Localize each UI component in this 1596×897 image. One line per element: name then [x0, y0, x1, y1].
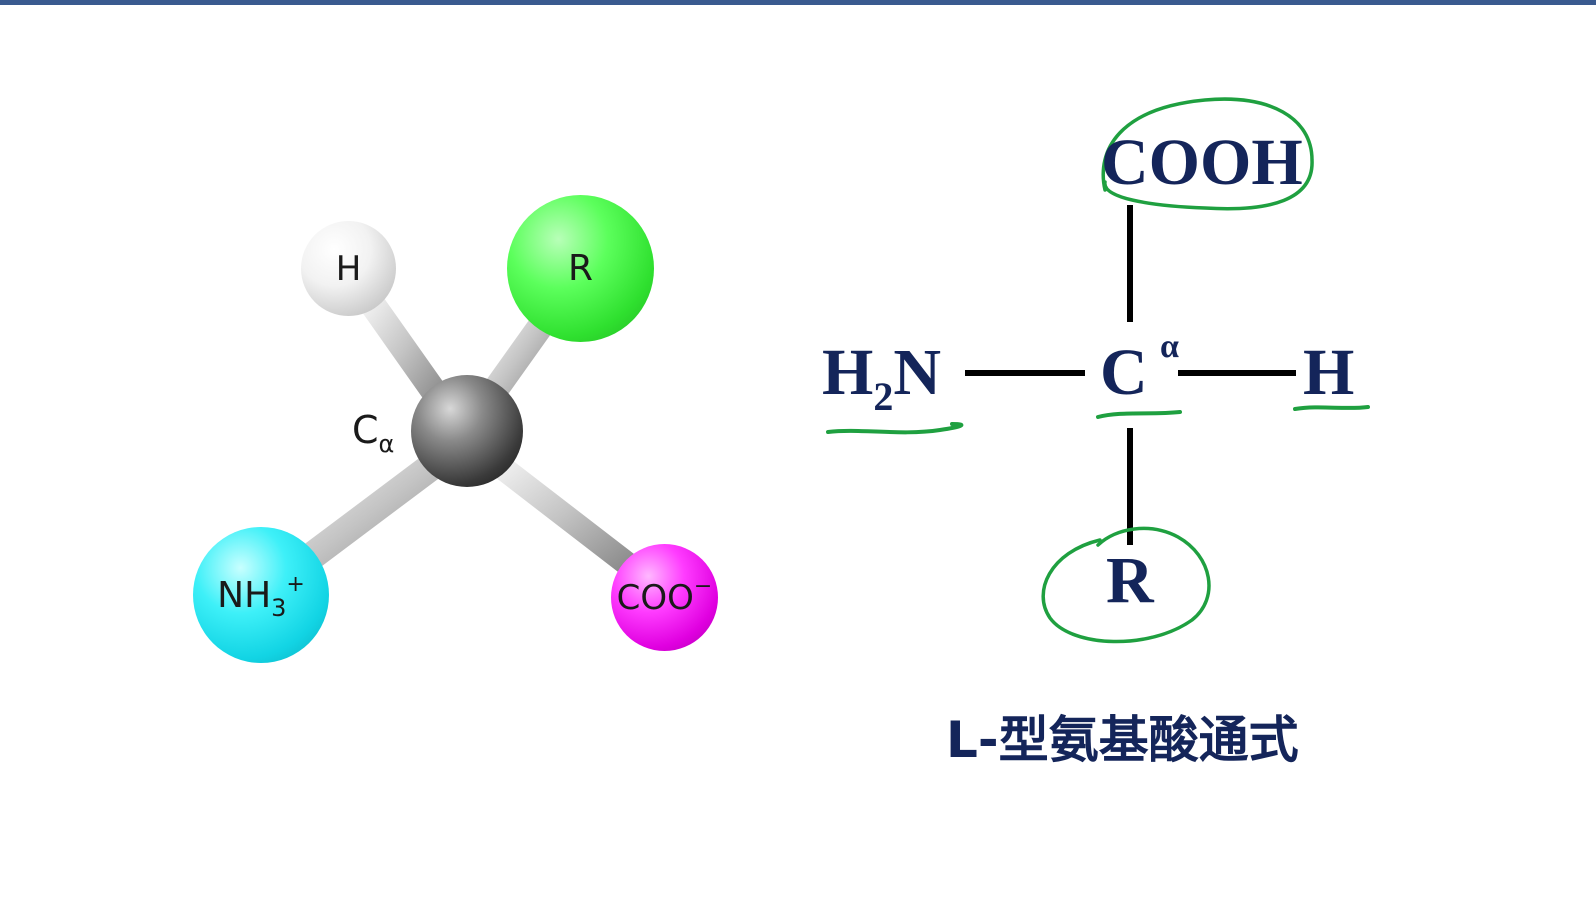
formula-lines-and-annotations	[826, 97, 1370, 644]
r-group-symbol: R	[1106, 544, 1154, 617]
amino-group-label: NH3+	[217, 571, 305, 622]
hydrogen-atom-label: H	[335, 248, 362, 289]
carboxylate-atom: COO−	[611, 544, 718, 651]
structural-formula: COOH H2N C α H R L-型氨基酸通式	[800, 0, 1596, 897]
amino-group-atom: NH3+	[193, 527, 329, 663]
hydrogen-atom: H	[301, 221, 396, 316]
hydrogen-symbol: H	[1303, 336, 1355, 409]
bond-h	[355, 285, 453, 413]
circle-r-annotation	[1041, 526, 1211, 644]
ball-and-stick-model: H R NH3+ COO− Cα	[193, 195, 718, 663]
h2n-label: H2N	[822, 336, 942, 419]
bond-coo	[483, 450, 642, 578]
top-accent-bar	[0, 0, 1596, 5]
r-group-atom: R	[507, 195, 654, 342]
circle-cooh-annotation	[1101, 97, 1314, 211]
alpha-superscript: α	[1160, 328, 1179, 365]
underline-h-annotation	[1293, 405, 1370, 411]
r-group-atom-label: R	[567, 248, 593, 289]
cooh-label: COOH	[1101, 126, 1303, 199]
model-bonds	[286, 285, 642, 579]
bond-n	[286, 446, 454, 579]
carboxylate-label: COO−	[616, 573, 713, 618]
underline-calpha-annotation	[1096, 410, 1182, 419]
alpha-carbon-atom	[411, 375, 523, 487]
formula-caption: L-型氨基酸通式	[946, 711, 1299, 769]
underline-h2n-annotation	[826, 422, 964, 435]
alpha-carbon-symbol: C	[1100, 336, 1148, 409]
alpha-carbon-label: Cα	[352, 408, 395, 458]
